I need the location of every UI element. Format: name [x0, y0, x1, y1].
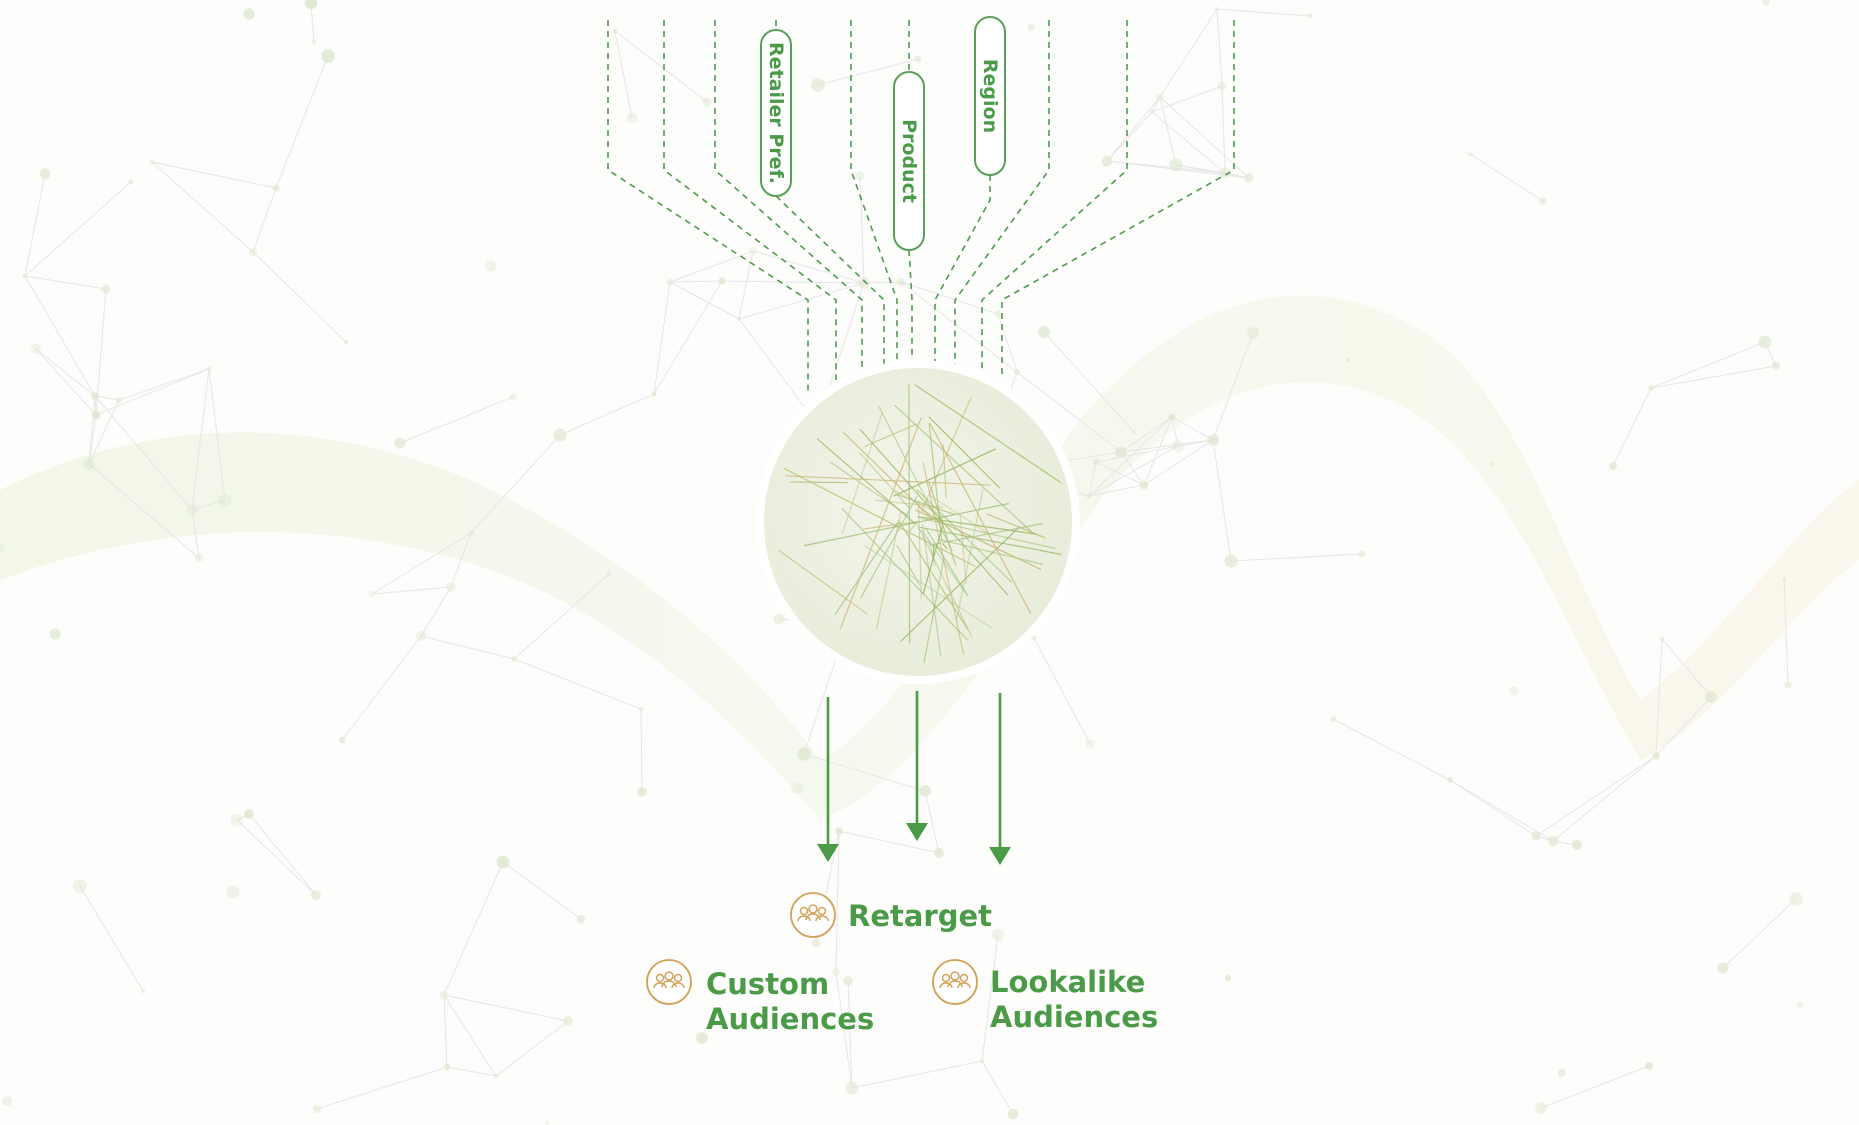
audience-group-icon: [646, 959, 692, 1005]
output-label-line: Audiences: [990, 1000, 1159, 1034]
input-pill-region: Region: [974, 16, 1006, 176]
output-arrows: [817, 691, 1011, 865]
output-label-line: Lookalike: [990, 965, 1146, 999]
input-pill-product: Product: [893, 71, 925, 251]
processing-hub: [756, 360, 1080, 684]
input-pill-retailer-pref: Retailer Pref.: [760, 29, 792, 197]
input-pill-label: Retailer Pref.: [765, 42, 787, 184]
arrow-down-icon: [906, 691, 928, 841]
input-data-streams: [607, 20, 1235, 395]
output-label-line: Retarget: [848, 899, 993, 933]
input-pills: Retailer Pref. Product Region: [760, 16, 1006, 251]
output-label-retarget: Retarget: [848, 899, 992, 934]
output-label-line: Audiences: [706, 1002, 875, 1036]
output-label-lookalike-audiences: Lookalike Audiences: [990, 965, 1158, 1035]
output-label-custom-audiences: Custom Audiences: [706, 967, 874, 1037]
input-pill-label: Region: [979, 59, 1001, 133]
arrow-down-icon: [817, 697, 839, 862]
audience-group-icon: [790, 892, 836, 938]
arrow-down-icon: [989, 693, 1011, 865]
input-pill-label: Product: [898, 119, 920, 203]
audience-group-icon: [932, 959, 978, 1005]
output-label-line: Custom: [706, 967, 830, 1001]
